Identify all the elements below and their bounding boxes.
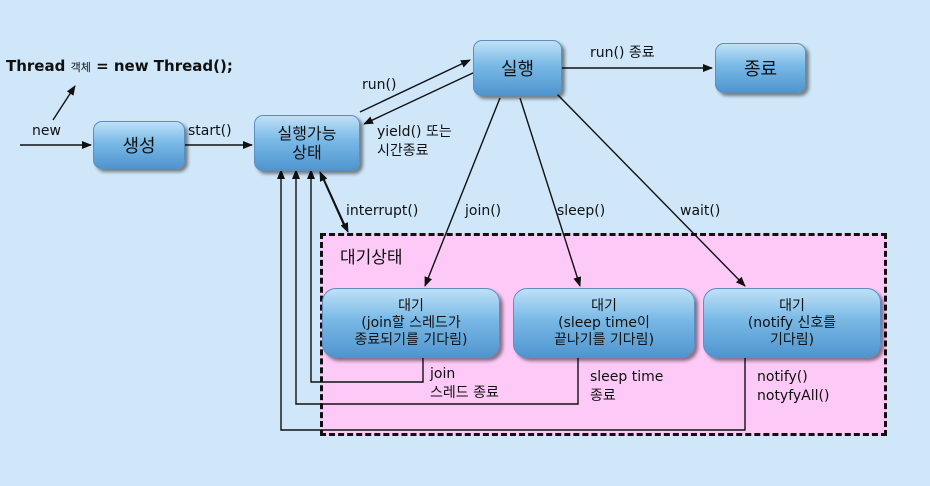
state-running: 실행: [473, 40, 562, 96]
waiting-state-title: 대기상태: [340, 248, 403, 268]
arrow-run: [359, 59, 471, 113]
label-wait: wait(): [680, 203, 721, 219]
label-run: run(): [362, 77, 397, 93]
state-wait-notify: 대기 (notify 신호를 기다림): [703, 288, 881, 358]
wait-join-line1: 대기: [398, 297, 424, 314]
label-sleep-end-line1: sleep time: [590, 369, 664, 385]
arrow-yield: [363, 71, 476, 125]
state-runnable-line1: 실행가능: [277, 124, 337, 143]
label-join-end-line2: 스레드 종료: [430, 385, 499, 401]
wait-sleep-line3: 끝나기를 기다림): [553, 331, 655, 348]
label-yield-line2: 시간종료: [377, 143, 429, 159]
label-notify-line1: notify(): [757, 369, 808, 385]
arrow-wait: [554, 91, 746, 287]
wait-notify-line2: (notify 신호를: [747, 314, 837, 331]
label-new: new: [32, 123, 61, 139]
state-terminated: 종료: [715, 43, 806, 93]
wait-join-line3: 종료되기를 기다림): [354, 331, 468, 348]
code-suffix: = new Thread();: [96, 57, 233, 75]
wait-notify-line1: 대기: [779, 297, 805, 314]
arrow-sleep: [519, 97, 582, 287]
state-runnable: 실행가능 상태: [254, 115, 360, 171]
state-terminated-label: 종료: [743, 59, 778, 80]
label-yield-line1: yield() 또는: [377, 124, 452, 140]
label-start: start(): [188, 123, 232, 139]
state-created-label: 생성: [122, 136, 156, 157]
arrow-notify: [277, 169, 746, 431]
thread-creation-code: Thread 객체 = new Thread();: [6, 57, 233, 75]
label-sleep: sleep(): [557, 203, 606, 219]
arrow-code-pointer: [52, 85, 76, 121]
wait-join-line2: (join할 스레드가: [361, 314, 461, 331]
state-running-label: 실행: [500, 59, 535, 80]
label-run-end: run() 종료: [590, 45, 655, 61]
code-small: 객체: [70, 61, 91, 74]
wait-sleep-line1: 대기: [591, 297, 617, 314]
state-wait-join: 대기 (join할 스레드가 종료되기를 기다림): [322, 288, 500, 358]
label-notify-line2: notyfyAll(): [757, 388, 830, 404]
label-sleep-end-line2: 종료: [590, 388, 616, 404]
wait-notify-line3: 기다림): [769, 331, 815, 348]
label-join: join(): [465, 203, 502, 219]
state-created: 생성: [93, 121, 185, 169]
state-runnable-line2: 상태: [292, 143, 322, 162]
arrow-join: [424, 97, 501, 287]
state-wait-sleep: 대기 (sleep time이 끝나기를 기다림): [513, 288, 695, 358]
arrow-sleep-end: [292, 169, 579, 405]
arrow-interrupt-back: [319, 171, 347, 231]
label-join-end-line1: join: [430, 366, 456, 382]
arrow-join-end: [307, 169, 424, 383]
code-prefix: Thread: [6, 57, 66, 75]
wait-sleep-line2: (sleep time이: [558, 314, 650, 331]
label-interrupt: interrupt(): [346, 203, 419, 219]
